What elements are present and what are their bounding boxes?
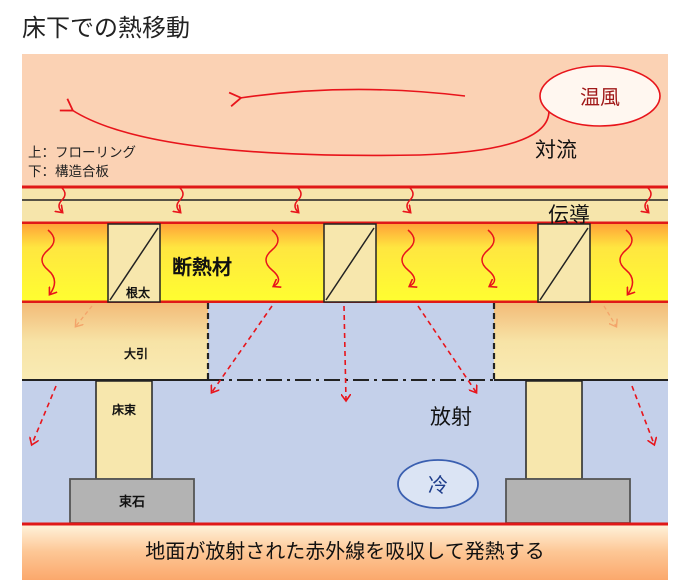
flooring-bottom-label: 下：構造合板	[28, 164, 109, 180]
radiation-label: 放射	[430, 405, 472, 429]
warm-air-ellipse	[539, 65, 661, 127]
flooring-layer	[22, 186, 668, 224]
beam-left	[22, 303, 208, 380]
post-right	[525, 380, 583, 480]
beam-faint-arrows	[76, 305, 616, 326]
beam-label: 大引	[124, 346, 148, 361]
flooring-top-label: 上：フローリング	[28, 145, 136, 161]
page-title: 床下での熱移動	[22, 14, 190, 42]
cold-label: 冷	[428, 473, 448, 497]
insulation-label: 断熱材	[172, 255, 232, 279]
footing-right	[505, 478, 631, 524]
ground-caption: 地面が放射された赤外線を吸収して発熱する	[145, 539, 544, 563]
beam-right	[494, 303, 668, 380]
footing-left	[69, 478, 195, 524]
conduction-arrows	[59, 187, 652, 212]
warm-air-label: 温風	[580, 85, 620, 109]
joists	[107, 223, 591, 303]
post-label: 床束	[112, 402, 137, 417]
post-left	[95, 380, 153, 480]
convection-arrow-long	[72, 104, 550, 157]
convection-label: 対流	[535, 138, 577, 162]
joist-label: 根太	[126, 285, 151, 300]
convection-arrow-short	[240, 88, 466, 98]
insulation-heat-arrows	[41, 229, 633, 294]
conduction-label: 伝導	[548, 203, 590, 227]
ground	[22, 523, 668, 580]
radiation-arrows	[32, 305, 654, 444]
footing-label: 束石	[119, 494, 145, 510]
cold-ellipse	[397, 459, 479, 509]
